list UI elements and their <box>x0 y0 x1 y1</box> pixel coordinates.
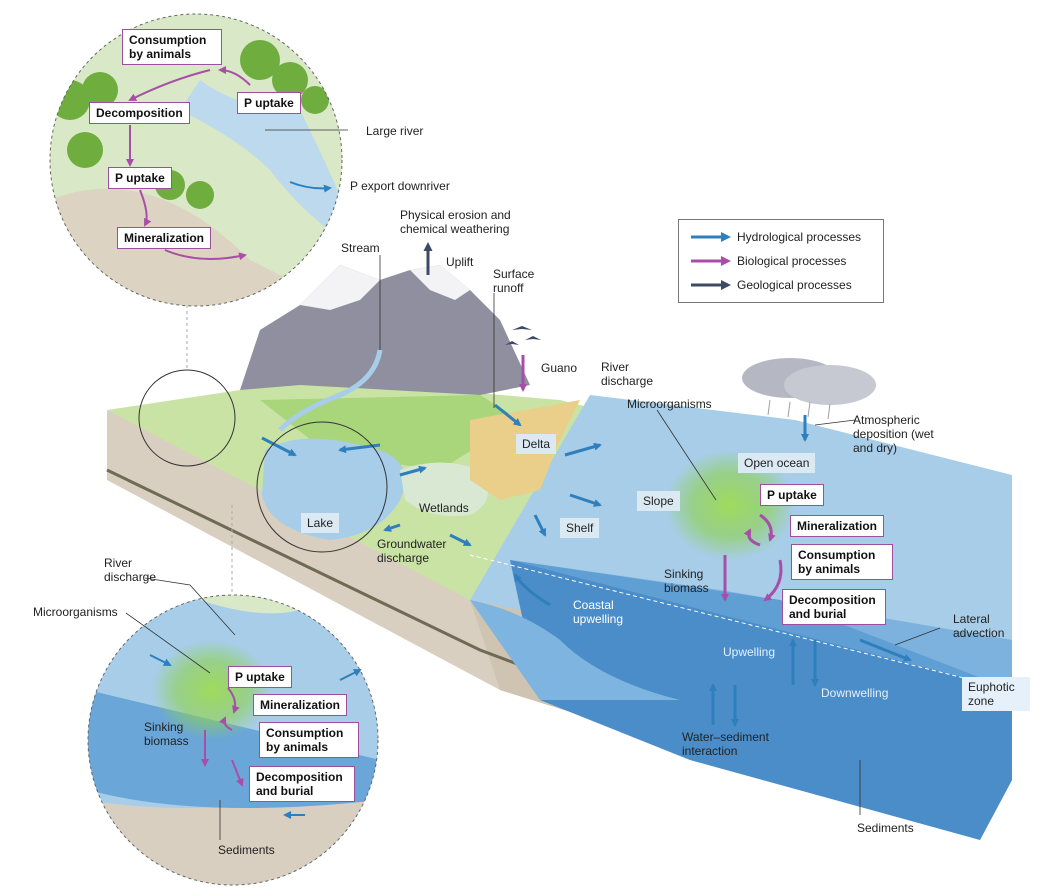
top-inset-border <box>49 13 343 307</box>
mid-ocean <box>510 560 1012 690</box>
bottom-river-discharge-label: River discharge <box>104 556 157 584</box>
legend-biological: Biological processes <box>691 253 846 269</box>
phytoplankton-bloom <box>665 450 795 560</box>
top-p-uptake-right-box: P uptake <box>237 92 301 114</box>
physical-erosion-label: Physical erosion and chemical weathering <box>400 208 511 236</box>
dark-arrow-icon <box>691 280 731 290</box>
stream-line <box>278 349 383 432</box>
bottom-consumption-box: Consumption by animals <box>259 722 359 758</box>
groundwater-label: Groundwater discharge <box>377 537 447 565</box>
sediments-label: Sediments <box>857 821 914 835</box>
lake-tag: Lake <box>301 513 340 533</box>
microorganisms-label: Microorganisms <box>627 397 712 411</box>
grass-band <box>260 395 520 470</box>
bottom-inset <box>88 595 378 885</box>
river-discharge-label: River discharge <box>601 360 654 388</box>
legend-hydrological: Hydrological processes <box>691 229 861 245</box>
birds <box>505 326 541 345</box>
bottom-p-uptake-box: P uptake <box>228 666 292 688</box>
wetlands <box>400 462 488 516</box>
top-p-uptake-left-box: P uptake <box>108 167 172 189</box>
top-inset <box>50 14 342 306</box>
top-decomposition-box: Decomposition <box>89 102 190 124</box>
lateral-advection-label: Lateral advection <box>953 612 1005 640</box>
bottom-inset-water-arrows <box>149 654 362 819</box>
large-river-label: Large river <box>366 124 424 138</box>
rain <box>767 399 831 420</box>
lake-water <box>262 438 405 540</box>
guano-label: Guano <box>541 361 578 375</box>
bottom-microorganisms-label: Microorganisms <box>33 605 118 619</box>
biological-arrows <box>519 355 783 602</box>
deep-ocean <box>510 560 1012 840</box>
bottom-inset-border <box>87 594 379 886</box>
legend-biological-label: Biological processes <box>737 254 847 268</box>
magnifier-upstream <box>138 369 236 467</box>
blue-arrow-icon <box>691 232 731 242</box>
ocean-consumption-box: Consumption by animals <box>791 544 893 580</box>
surface-runoff-label: Surface runoff <box>493 267 535 295</box>
bottom-sinking-biomass-label: Sinking biomass <box>144 720 189 748</box>
mountain <box>240 265 530 395</box>
open-ocean-tag: Open ocean <box>738 453 816 473</box>
upwelling-label: Upwelling <box>723 645 776 659</box>
legend-hydrological-label: Hydrological processes <box>737 230 862 244</box>
p-export-label: P export downriver <box>350 179 450 193</box>
euphotic-boundary <box>469 554 1013 691</box>
wetlands-tag: Wetlands <box>419 501 469 515</box>
euphotic-zone-tag: Euphotic zone <box>962 677 1030 711</box>
delta-tag: Delta <box>516 434 557 454</box>
top-mineralization-box: Mineralization <box>117 227 212 249</box>
cloud <box>784 365 876 405</box>
top-consumption-box: Consumption by animals <box>122 29 222 65</box>
top-inset-arrows <box>126 66 251 261</box>
legend: Hydrological processes Biological proces… <box>678 219 884 303</box>
water-sediment-label: Water–sediment interaction <box>682 730 769 758</box>
ocean-decomposition-box: Decomposition and burial <box>782 589 886 625</box>
bottom-inset-arrows <box>201 687 244 787</box>
legend-geological: Geological processes <box>691 277 852 293</box>
ocean-mineralization-box: Mineralization <box>790 515 885 537</box>
bottom-decomposition-box: Decomposition and burial <box>249 766 355 802</box>
leader-lines <box>125 129 941 840</box>
purple-arrow-icon <box>691 256 731 266</box>
bottom-sediments-label: Sediments <box>218 843 275 857</box>
bottom-mineralization-box: Mineralization <box>253 694 348 716</box>
uplift-label: Uplift <box>446 255 474 269</box>
atmospheric-deposition-label: Atmospheric deposition (wet and dry) <box>853 413 934 455</box>
magnifier-lake <box>256 421 388 553</box>
slope-tag: Slope <box>637 491 680 511</box>
mountain-snow <box>300 265 470 310</box>
downwelling-label: Downwelling <box>821 686 889 700</box>
shelf-slope <box>470 600 680 700</box>
coastal-upwelling-label: Coastal upwelling <box>573 598 624 626</box>
sinking-biomass-label: Sinking biomass <box>664 567 709 595</box>
shelf-tag: Shelf <box>560 518 600 538</box>
ocean-p-uptake-box: P uptake <box>760 484 824 506</box>
hydrological-arrows <box>261 403 912 727</box>
stream-label: Stream <box>341 241 380 255</box>
legend-geological-label: Geological processes <box>737 278 852 292</box>
p-export-arrow <box>289 181 332 193</box>
